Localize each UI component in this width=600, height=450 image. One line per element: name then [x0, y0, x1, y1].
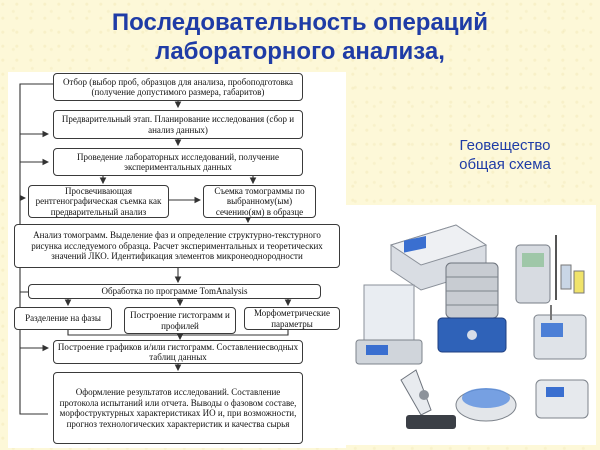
step-sampling: Отбор (выбор проб, образцов для анализа,… — [53, 73, 303, 101]
step-preliminary-text: Предварительный этап. Планирование иссле… — [61, 114, 295, 135]
microscope-icon — [400, 369, 456, 429]
slide-subtitle: Геовещество общая схема — [420, 136, 590, 174]
step-phases: Разделение на фазы — [14, 307, 112, 330]
step-tomanalysis-text: Обработка по программе TomAnalysis — [101, 286, 248, 297]
centrifuge-icon — [455, 388, 517, 422]
slide-subtitle-line-1: Геовещество — [459, 137, 551, 154]
lab-equipment-illustration — [346, 205, 596, 445]
step-graphs-text: Построение графиков и/или гистограмм. Со… — [57, 341, 299, 363]
step-sampling-text: Отбор (выбор проб, образцов для анализа,… — [62, 76, 294, 98]
step-preliminary: Предварительный этап. Планирование иссле… — [53, 110, 303, 139]
flowchart: Отбор (выбор проб, образцов для анализа,… — [8, 72, 346, 448]
sieve-shaker-icon — [437, 262, 507, 353]
flowchart-panel: Отбор (выбор проб, образцов для анализа,… — [8, 72, 346, 448]
step-morphometric: Морфометрические параметры — [244, 307, 340, 330]
step-experiments: Проведение лабораторных исследований, по… — [53, 148, 303, 176]
step-analysis-text: Анализ томограмм. Выделение фаз и опреде… — [31, 230, 323, 262]
step-graphs: Построение графиков и/или гистограмм. Со… — [53, 340, 303, 364]
step-tomograms-text: Съемка томограммы по выбранному(ым) сече… — [214, 185, 305, 217]
titrator-icon — [533, 305, 587, 360]
step-histograms-text: Построение гистограмм и профилей — [130, 310, 230, 331]
step-tomanalysis: Обработка по программе TomAnalysis — [28, 284, 321, 299]
ph-meter-icon — [515, 235, 585, 304]
step-histograms: Построение гистограмм и профилей — [124, 307, 236, 334]
slide-title-line-2: лабораторного анализа, — [155, 38, 445, 65]
slide-title-line-1: Последовательность операций — [111, 9, 489, 36]
line-phases-graphs — [67, 330, 180, 336]
step-tomograms: Съемка томограммы по выбранному(ым) сече… — [203, 185, 316, 218]
step-morphometric-text: Морфометрические параметры — [254, 308, 330, 329]
step-xray-text: Просвечивающая рентгенографическая съемк… — [35, 185, 162, 217]
slide-subtitle-line-2: общая схема — [459, 156, 551, 173]
slide-title: Последовательность операций лабораторног… — [0, 8, 600, 66]
step-experiments-text: Проведение лабораторных исследований, по… — [77, 151, 279, 173]
analytical-balance-icon — [355, 284, 423, 365]
line-morphometric-graphs — [180, 330, 289, 336]
colony-counter-icon — [535, 379, 589, 419]
step-results-text: Оформление результатов исследований. Сос… — [59, 387, 297, 429]
step-xray: Просвечивающая рентгенографическая съемк… — [28, 185, 169, 218]
step-phases-text: Разделение на фазы — [25, 313, 101, 324]
step-analysis: Анализ томограмм. Выделение фаз и опреде… — [14, 224, 340, 268]
step-results: Оформление результатов исследований. Сос… — [53, 372, 303, 444]
